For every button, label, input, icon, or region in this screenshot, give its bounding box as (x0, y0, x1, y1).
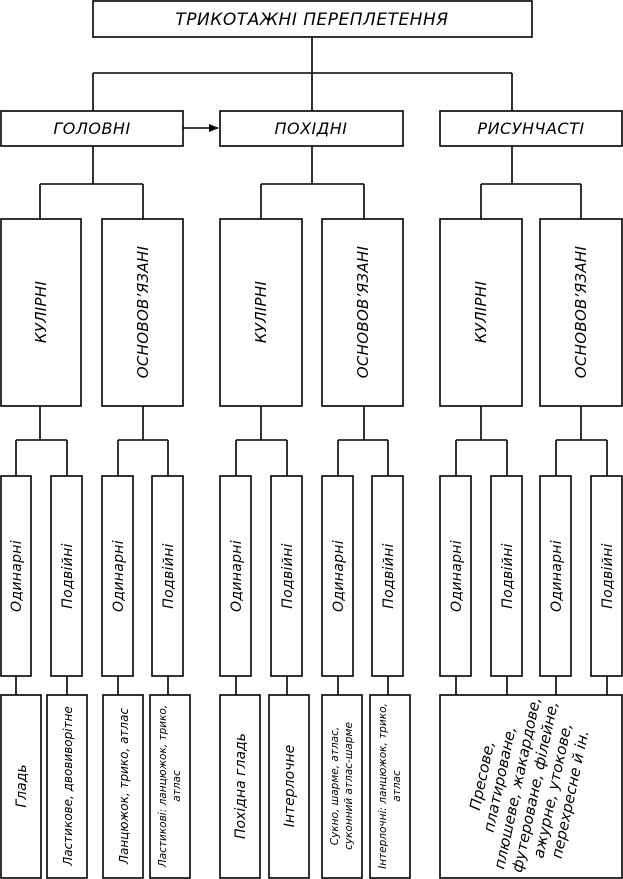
example-boxes (0, 694, 623, 879)
example-derived-weft-double: Інтерлочне (282, 745, 298, 828)
kind-boxes (0, 475, 623, 677)
example-derived-warp-double-line1: Інтерлочні: ланцюжок, трико, (377, 703, 389, 869)
subtype-main-weft: КУЛІРНІ (0, 218, 82, 407)
example-main-warp-double-line1: Ластикові: ланцюжок, трико, (157, 705, 169, 868)
subtype-main-warp-label: ОСНОВОВ’ЯЗАНІ (134, 246, 152, 379)
example-derived-warp-single-line1: Сукно, шарме, атлас, (329, 727, 341, 845)
subtype-derived-warp: ОСНОВОВ’ЯЗАНІ (321, 218, 404, 407)
subtype-derived-weft: КУЛІРНІ (219, 218, 303, 407)
category-pattern: РИСУНЧАСТІ (439, 110, 623, 147)
kind-pattern-weft-single: Одинарні (449, 540, 465, 612)
title-node: ТРИКОТАЖНІ ПЕРЕПЛЕТЕННЯ (92, 0, 533, 38)
category-derived: ПОХІДНІ (219, 110, 404, 147)
kind-derived-weft-single: Одинарні (229, 540, 245, 612)
kind-derived-warp-double: Подвійні (381, 543, 397, 608)
diagram-title: ТРИКОТАЖНІ ПЕРЕПЛЕТЕННЯ (175, 10, 448, 30)
example-derived-warp-single-line2: суконний атлас-шарме (343, 722, 355, 850)
subtype-derived-weft-label: КУЛІРНІ (252, 281, 270, 344)
kind-main-weft-double: Подвійні (60, 543, 76, 608)
subtype-main-weft-label: КУЛІРНІ (32, 281, 50, 344)
example-main-warp-single: Ланцюжок, трико, атлас (117, 708, 131, 866)
connector-lines (15, 37, 608, 695)
kind-main-warp-double: Подвійні (161, 543, 177, 608)
subtype-pattern-weft: КУЛІРНІ (439, 218, 523, 407)
example-main-weft-single: Гладь (14, 764, 30, 807)
subtype-derived-warp-label: ОСНОВОВ’ЯЗАНІ (354, 246, 372, 379)
subtype-pattern-warp: ОСНОВОВ’ЯЗАНІ (539, 218, 623, 407)
kind-pattern-warp-single: Одинарні (549, 540, 565, 612)
category-main-label: ГОЛОВНІ (53, 119, 130, 138)
kind-pattern-weft-double: Подвійні (500, 543, 516, 608)
category-pattern-label: РИСУНЧАСТІ (477, 119, 584, 138)
kind-main-weft-single: Одинарні (9, 540, 25, 612)
example-main-warp-double-line2: атлас (171, 770, 183, 802)
kind-main-warp-single: Одинарні (111, 540, 127, 612)
subtype-main-warp: ОСНОВОВ’ЯЗАНІ (101, 218, 184, 407)
subtype-pattern-weft-label: КУЛІРНІ (472, 281, 490, 344)
category-main: ГОЛОВНІ (0, 110, 184, 147)
kind-pattern-warp-double: Подвійні (600, 543, 616, 608)
example-main-weft-double: Ластикове, двовиворітне (61, 706, 75, 867)
kind-derived-warp-single: Одинарні (331, 540, 347, 612)
example-derived-warp-double-line2: атлас (391, 770, 403, 802)
example-derived-weft-single: Похідна гладь (233, 733, 249, 839)
kind-derived-weft-double: Подвійні (280, 543, 296, 608)
subtype-pattern-warp-label: ОСНОВОВ’ЯЗАНІ (572, 246, 590, 379)
category-derived-label: ПОХІДНІ (274, 119, 347, 138)
